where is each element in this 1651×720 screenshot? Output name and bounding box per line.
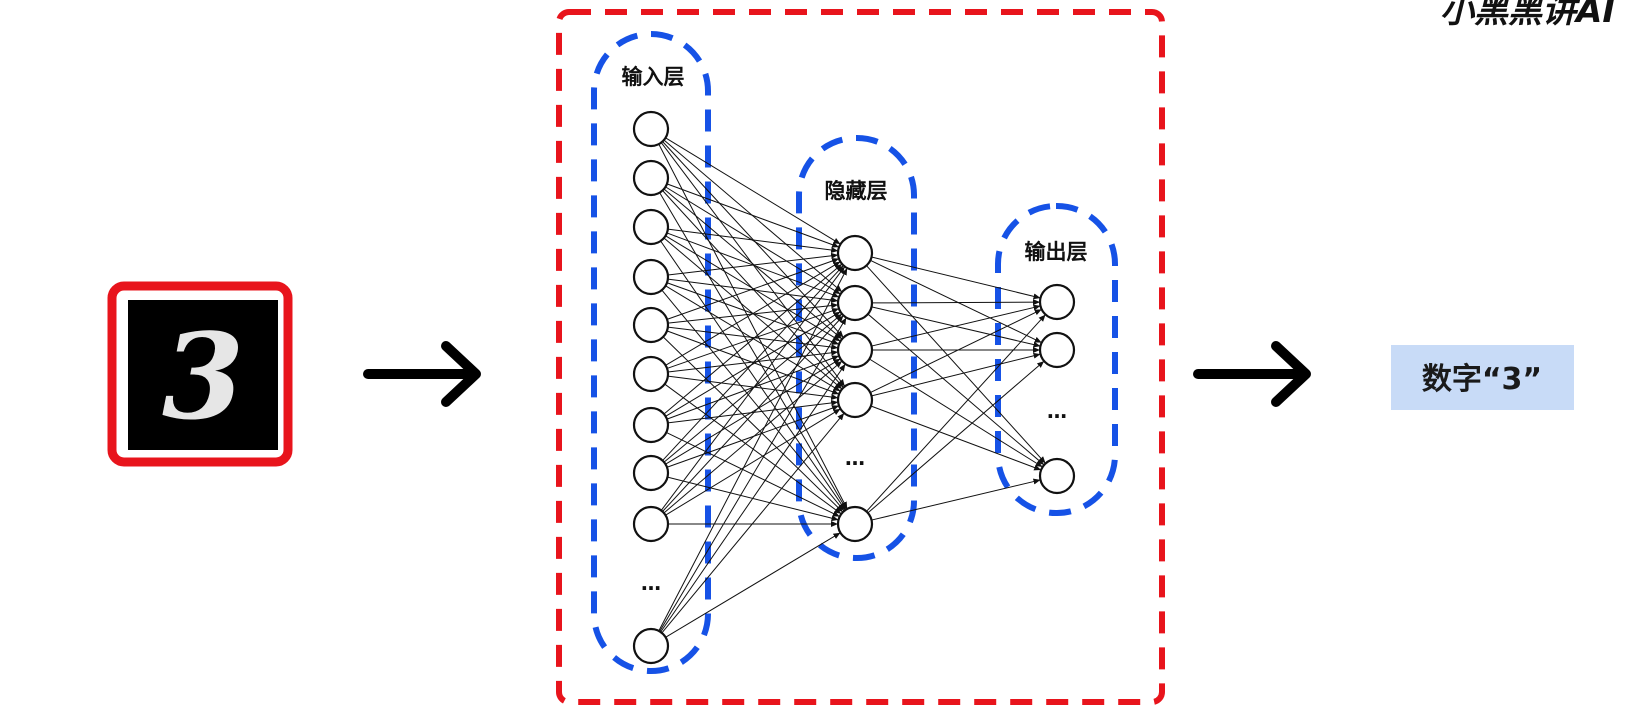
input-node [632, 355, 670, 393]
input-hidden-connection [661, 289, 845, 512]
input-node [632, 505, 670, 543]
input-node [632, 208, 670, 246]
input-digit-image: 3 [107, 281, 293, 467]
input-hidden-connection [662, 265, 844, 461]
input-hidden-connection [658, 267, 848, 632]
hidden-layer-label: 隐藏层 [825, 179, 888, 203]
input-hidden-connection [667, 399, 839, 424]
hidden-node [836, 284, 874, 322]
input-hidden-connection [659, 192, 847, 510]
input-hidden-connection [665, 532, 841, 638]
hidden-output-connection [871, 299, 1041, 306]
input-node [632, 406, 670, 444]
hidden-output-connection [866, 314, 1046, 512]
input-hidden-connection [659, 317, 847, 632]
arrow-right-icon [1193, 341, 1311, 407]
hidden-output-connection [871, 478, 1041, 521]
arrow-right-icon [363, 341, 481, 407]
input-node [632, 110, 670, 148]
input-node [632, 159, 670, 197]
hidden-output-connection [867, 313, 1045, 466]
input-hidden-connection [667, 252, 839, 276]
output-layer-label: 输出层 [1025, 240, 1088, 264]
input-node [632, 306, 670, 344]
input-hidden-connection [666, 183, 840, 248]
output-node [1038, 457, 1076, 495]
input-layer-ellipsis: … [641, 571, 661, 595]
input-node [632, 627, 670, 665]
input-layer-outline [591, 31, 711, 674]
hidden-output-connection [870, 405, 1042, 471]
input-hidden-connection [667, 278, 839, 303]
input-node [632, 258, 670, 296]
hidden-output-connection [871, 256, 1041, 300]
input-hidden-connection [660, 240, 846, 511]
logo-text: 小黑黑讲AI [1440, 0, 1615, 31]
input-hidden-connection [660, 266, 846, 511]
hidden-node [836, 505, 874, 543]
hidden-output-connection [867, 360, 1045, 514]
input-hidden-connection [663, 360, 843, 514]
output-layer-outline [995, 203, 1118, 516]
network-nodes [632, 110, 1076, 665]
hidden-node [836, 234, 874, 272]
input-hidden-connection [665, 408, 841, 516]
hidden-layer-outline [796, 135, 917, 561]
input-hidden-connection [663, 188, 843, 340]
input-digit: 3 [162, 307, 244, 446]
result-label: 数字“3” [1391, 345, 1574, 410]
input-hidden-connection [667, 349, 839, 373]
output-node [1038, 331, 1076, 369]
output-layer-ellipsis: … [1047, 399, 1067, 423]
input-hidden-connection [662, 336, 844, 513]
connection-lines [658, 137, 1046, 638]
input-hidden-connection [665, 137, 841, 245]
input-hidden-connection [662, 315, 844, 512]
input-image-background [128, 300, 278, 450]
hidden-output-connection [871, 304, 1041, 347]
result-background [1391, 345, 1574, 410]
input-hidden-connection [663, 263, 843, 415]
hidden-output-connection [870, 259, 1042, 344]
result-text: 数字“3” [1422, 362, 1542, 397]
input-hidden-connection [665, 261, 841, 366]
hidden-layer-ellipsis: … [845, 446, 865, 470]
input-layer-label: 输入层 [622, 65, 685, 89]
input-hidden-connection [658, 143, 848, 510]
input-hidden-connection [666, 258, 840, 320]
hidden-output-connection [870, 308, 1042, 394]
hidden-output-connection [871, 352, 1041, 397]
output-node [1038, 283, 1076, 321]
input-hidden-connection [665, 311, 841, 417]
input-hidden-connection [667, 326, 839, 351]
hidden-output-connection [866, 265, 1046, 464]
input-node [632, 454, 670, 492]
hidden-node [836, 381, 874, 419]
input-hidden-connection [667, 228, 839, 253]
input-hidden-connection [661, 412, 845, 634]
hidden-node [836, 331, 874, 369]
input-hidden-connection [660, 363, 846, 633]
network-frame [556, 9, 1165, 705]
